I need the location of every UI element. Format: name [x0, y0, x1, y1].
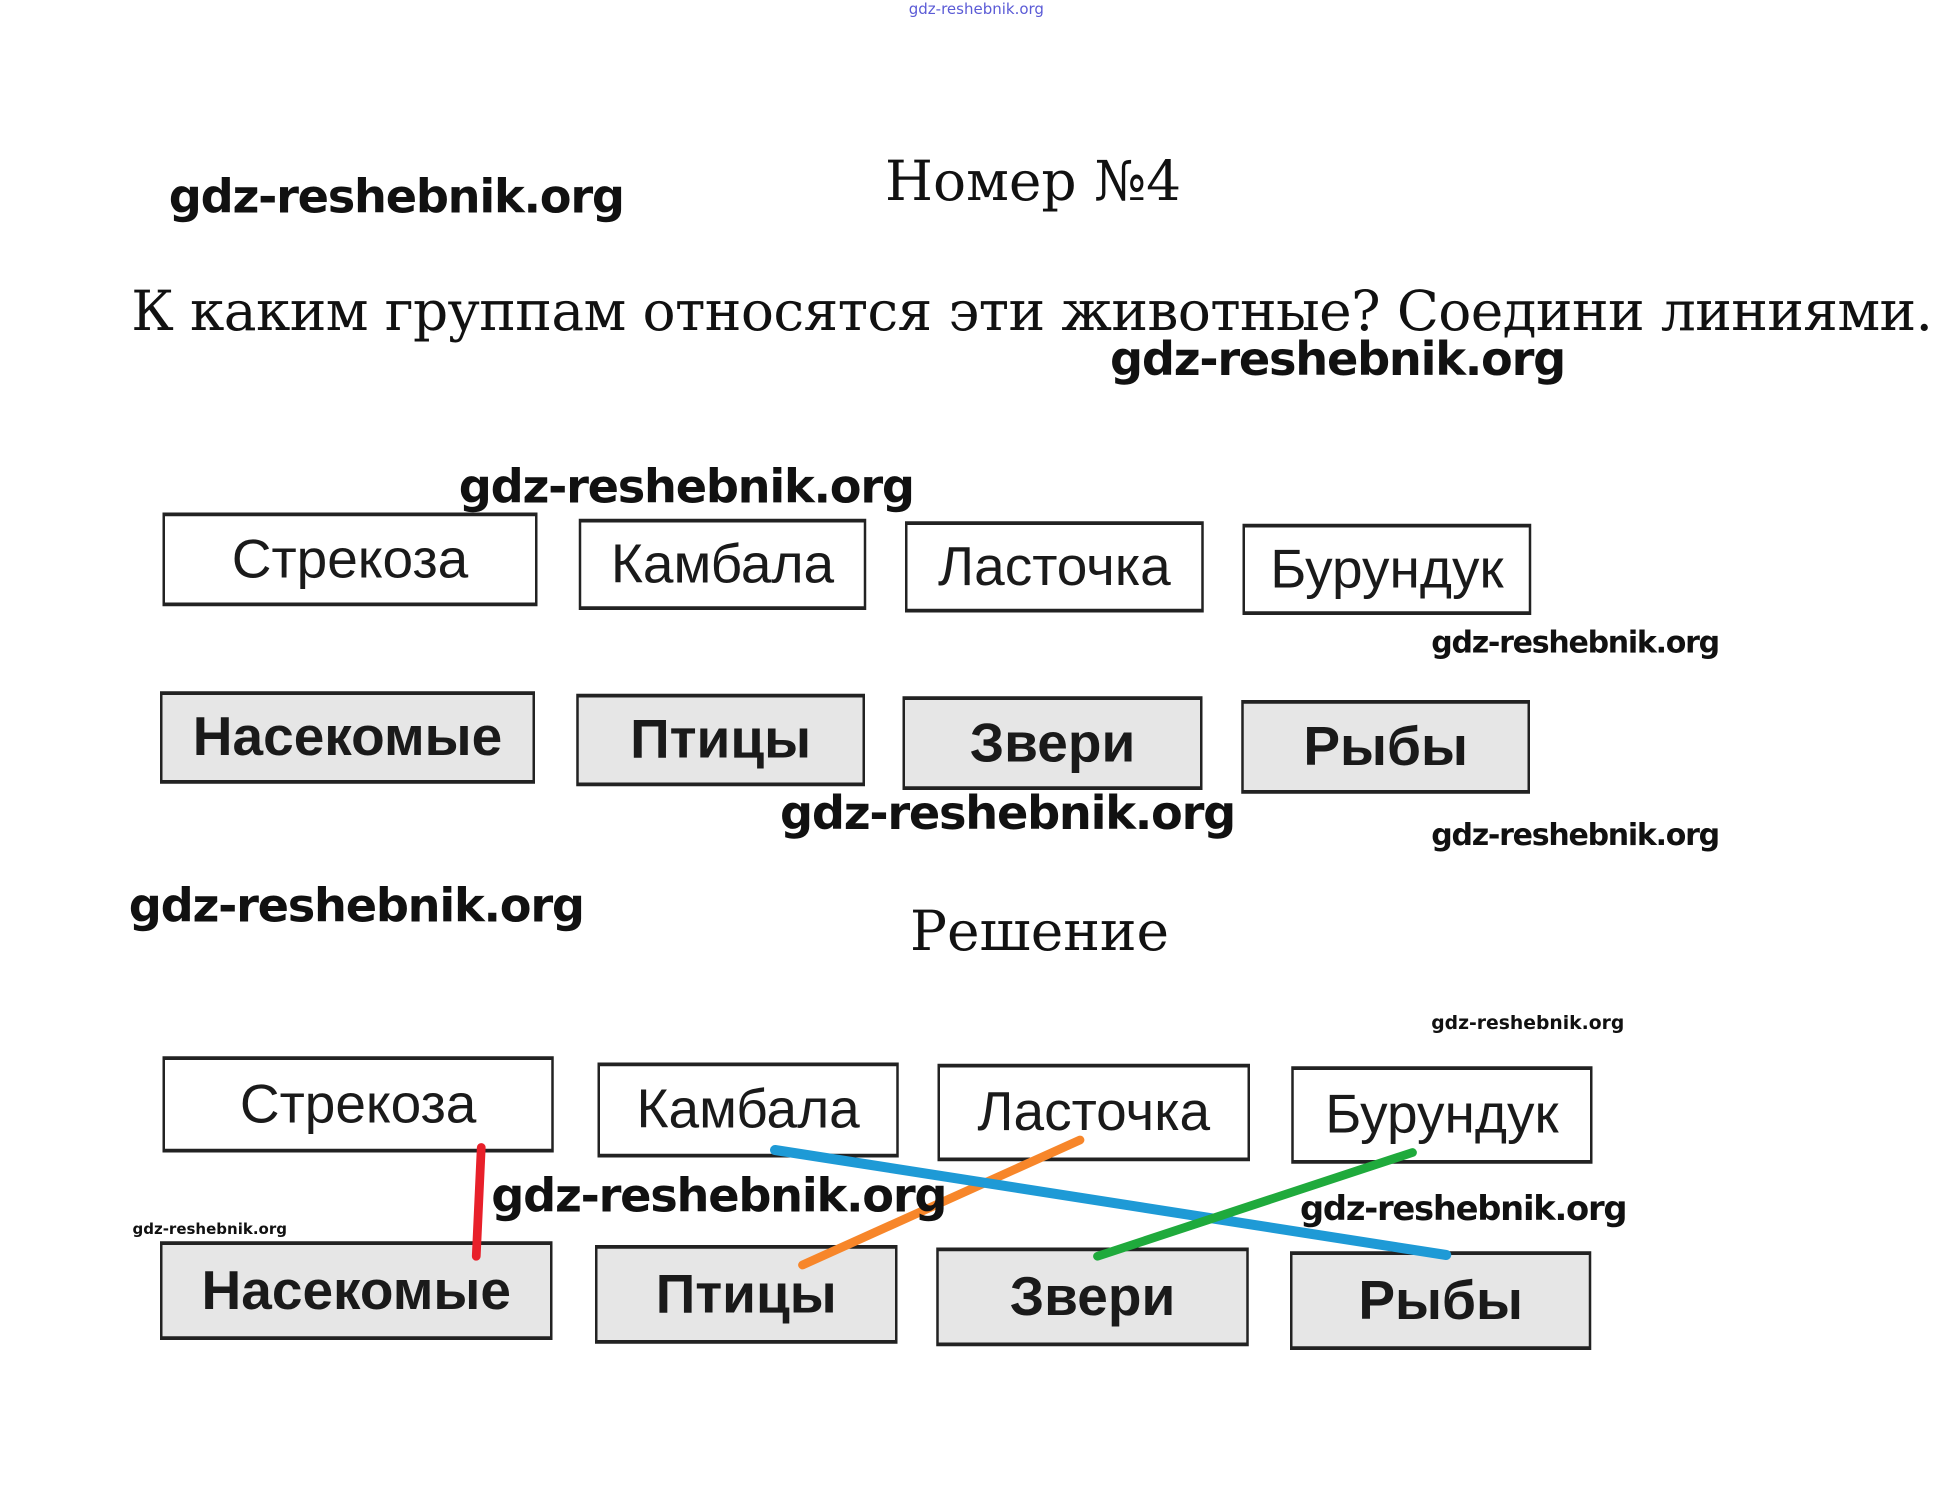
- watermark: gdz-reshebnik.org: [1431, 1011, 1625, 1034]
- watermark: gdz-reshebnik.org: [132, 1220, 287, 1238]
- question-text: К каким группам относятся эти животные? …: [131, 280, 1933, 344]
- group-box: Звери: [902, 696, 1203, 790]
- solution-animal-box: Бурундук: [1291, 1066, 1593, 1164]
- solution-title: Решение: [910, 900, 1170, 964]
- watermark: gdz-reshebnik.org: [168, 170, 625, 224]
- watermark: gdz-reshebnik.org: [458, 460, 915, 514]
- group-box: Рыбы: [1241, 700, 1530, 794]
- watermark-top: gdz-reshebnik.org: [908, 0, 1044, 18]
- line-strekoza-nasekomye: [471, 1143, 486, 1261]
- watermark: gdz-reshebnik.org: [1431, 817, 1720, 853]
- watermark: gdz-reshebnik.org: [1110, 332, 1566, 387]
- line-burunduk-zveri: [1093, 1148, 1417, 1261]
- watermark: gdz-reshebnik.org: [1300, 1190, 1628, 1229]
- line-kambala-ryby: [770, 1145, 1452, 1260]
- watermark: gdz-reshebnik.org: [1431, 625, 1720, 660]
- animal-box: Камбала: [578, 518, 867, 610]
- solution-animal-box: Ласточка: [937, 1063, 1250, 1162]
- solution-group-box: Рыбы: [1290, 1251, 1592, 1350]
- solution-group-box: Звери: [936, 1247, 1249, 1347]
- group-box: Насекомые: [160, 691, 535, 784]
- page-title: Номер №4: [885, 150, 1182, 214]
- watermark: gdz-reshebnik.org: [491, 1168, 947, 1223]
- solution-group-box: Насекомые: [160, 1241, 553, 1340]
- solution-animal-box: Камбала: [597, 1062, 899, 1158]
- line-lastochka-ptitsy: [798, 1135, 1085, 1270]
- watermark: gdz-reshebnik.org: [780, 786, 1236, 840]
- animal-box: Ласточка: [905, 521, 1204, 613]
- solution-group-box: Птицы: [595, 1245, 898, 1344]
- animal-box: Бурундук: [1242, 523, 1532, 615]
- animal-box: Стрекоза: [162, 512, 538, 607]
- watermark: gdz-reshebnik.org: [128, 878, 585, 933]
- group-box: Птицы: [576, 693, 865, 787]
- solution-animal-box: Стрекоза: [162, 1056, 554, 1153]
